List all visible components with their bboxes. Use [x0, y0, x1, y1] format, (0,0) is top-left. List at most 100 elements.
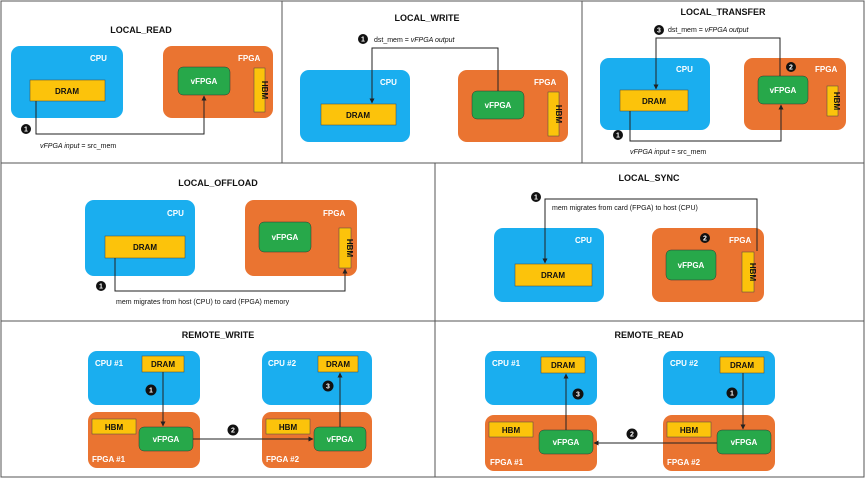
vfpga-label: vFPGA — [485, 101, 512, 110]
input-arrow — [629, 104, 784, 142]
panel-title: REMOTE_READ — [614, 330, 684, 340]
fpga2-label: FPGA #2 — [667, 458, 701, 467]
panel-title: REMOTE_WRITE — [182, 330, 255, 340]
panel-title: LOCAL_SYNC — [618, 173, 680, 183]
dram1-label: DRAM — [151, 360, 175, 369]
panel-title: LOCAL_READ — [110, 25, 172, 35]
hbm-box — [741, 251, 755, 293]
hbm1-label: HBM — [105, 423, 124, 432]
step-2-badge — [227, 424, 239, 436]
output-arrow — [653, 37, 781, 90]
cpu-label: CPU — [575, 236, 592, 245]
dram2-label: DRAM — [326, 360, 350, 369]
panel-remote-read: REMOTE_READ CPU #1 DRAM FPGA #1 HBM vFPG… — [485, 330, 775, 471]
dram-box — [320, 103, 397, 126]
fpga-label: FPGA — [534, 78, 556, 87]
dram-label: DRAM — [346, 111, 370, 120]
hbm2-box — [666, 421, 712, 438]
cpu1-label: CPU #1 — [95, 359, 124, 368]
step-3-number: 3 — [657, 28, 661, 35]
step-1-number: 1 — [730, 391, 734, 398]
dram-box — [619, 89, 689, 112]
cpu1-label: CPU #1 — [492, 359, 521, 368]
step-1-badge — [145, 384, 157, 396]
hbm-label: HBM — [260, 81, 269, 100]
step-1-number: 1 — [24, 127, 28, 134]
hbm2-box — [265, 418, 311, 435]
vfpga-box — [177, 66, 231, 96]
vfpga-box — [258, 221, 312, 253]
step-1-badge — [21, 124, 31, 134]
panel-title: LOCAL_OFFLOAD — [178, 178, 258, 188]
step-1-number: 1 — [616, 133, 620, 140]
step-3-badge — [322, 380, 334, 392]
dram-label: DRAM — [55, 87, 79, 96]
dram2-box — [317, 355, 359, 373]
dram2-box — [719, 356, 765, 374]
vfpga1-label: vFPGA — [553, 438, 580, 447]
panel-local-offload: LOCAL_OFFLOAD CPU DRAM FPGA vFPGA HBM 1 … — [85, 178, 357, 306]
hbm1-box — [488, 421, 534, 438]
vfpga-box — [665, 249, 717, 281]
cpu-label: CPU — [167, 209, 184, 218]
panel-title: LOCAL_TRANSFER — [681, 7, 766, 17]
hbm2-label: HBM — [279, 423, 298, 432]
annotation: dst_mem = vFPGA output — [374, 37, 456, 44]
vfpga1-label: vFPGA — [153, 435, 180, 444]
step-1-number: 1 — [534, 195, 538, 202]
read-arrow — [35, 95, 207, 135]
fpga-label: FPGA — [815, 65, 837, 74]
annotation: mem migrates from host (CPU) to card (FP… — [116, 299, 290, 306]
step-2-number: 2 — [231, 428, 235, 435]
offload-arrow — [114, 258, 348, 292]
step-1-number: 1 — [361, 37, 365, 44]
step-3-number: 3 — [576, 392, 580, 399]
panel-local-read: LOCAL_READ CPU DRAM FPGA vFPGA HBM 1 vFP… — [11, 25, 273, 150]
hbm-box — [338, 227, 352, 269]
hbm1-label: HBM — [502, 426, 521, 435]
fpga2-label: FPGA #2 — [266, 455, 300, 464]
step-1-badge — [531, 192, 541, 202]
annotation: vFPGA input = src_mem — [40, 143, 116, 150]
dram-label: DRAM — [133, 243, 157, 252]
step-2-number: 2 — [703, 236, 707, 243]
hbm-label: HBM — [832, 92, 841, 111]
vfpga2-box — [716, 429, 772, 455]
dram1-box — [540, 356, 586, 374]
cpu-label: CPU — [90, 54, 107, 63]
hbm-box — [547, 91, 560, 137]
cpu2-label: CPU #2 — [670, 359, 699, 368]
step-3-badge — [654, 25, 664, 35]
hbm2-label: HBM — [680, 426, 699, 435]
vfpga-label: vFPGA — [272, 233, 299, 242]
dram-box — [514, 263, 593, 287]
fpga-label: FPGA — [729, 236, 751, 245]
vfpga-label: vFPGA — [191, 77, 218, 86]
hbm-label: HBM — [748, 263, 757, 282]
panel-remote-read-border — [434, 320, 865, 478]
vfpga-box — [757, 75, 809, 105]
fpga1-label: FPGA #1 — [490, 458, 524, 467]
step-3-number: 3 — [326, 384, 330, 391]
step-1-badge — [613, 130, 623, 140]
step-2-badge — [626, 428, 638, 440]
panel-local-write: LOCAL_WRITE CPU DRAM FPGA vFPGA HBM 1 ds… — [300, 13, 568, 142]
step-2-number: 2 — [630, 432, 634, 439]
step-1-badge — [96, 281, 106, 291]
cpu-label: CPU — [380, 78, 397, 87]
step-1-badge — [358, 34, 368, 44]
hbm-box — [826, 85, 839, 117]
hbm-label: HBM — [554, 105, 563, 124]
dram-box — [104, 235, 186, 259]
annotation-top: dst_mem = vFPGA output — [668, 27, 750, 34]
step-1-number: 1 — [149, 388, 153, 395]
panel-local-sync: LOCAL_SYNC CPU DRAM FPGA vFPGA HBM 1 mem… — [494, 173, 764, 302]
dram-label: DRAM — [541, 271, 565, 280]
vfpga-label: vFPGA — [678, 261, 705, 270]
vfpga2-label: vFPGA — [731, 438, 758, 447]
sync-arrow — [542, 198, 758, 264]
annotation-bottom: vFPGA input = src_mem — [630, 149, 706, 156]
panel-local-transfer: LOCAL_TRANSFER CPU DRAM FPGA vFPGA HBM 1… — [600, 7, 846, 156]
